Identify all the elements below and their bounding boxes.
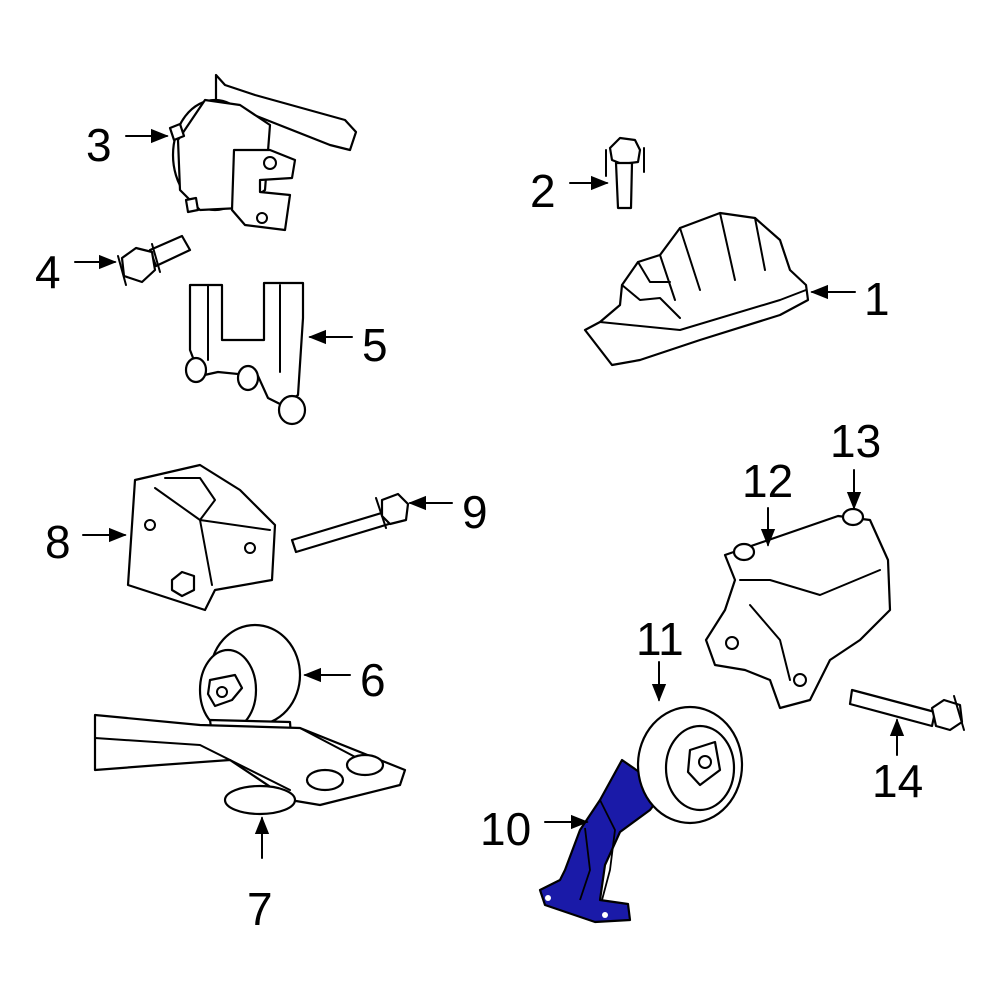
- callout-11: 11: [636, 613, 684, 665]
- part-4-bolt[interactable]: [117, 234, 192, 286]
- callout-14: 14: [872, 755, 923, 807]
- part-7-crossmember[interactable]: [93, 713, 407, 816]
- callout-13: 13: [830, 415, 881, 467]
- callout-2: 2: [530, 165, 556, 217]
- callout-6: 6: [360, 654, 386, 706]
- callout-5: 5: [362, 319, 388, 371]
- part-2-bolt[interactable]: [605, 136, 645, 210]
- callout-10: 10: [480, 803, 531, 855]
- callout-12: 12: [742, 455, 793, 507]
- part-3-mount[interactable]: [168, 73, 358, 232]
- highlighted-bracket: [538, 758, 667, 924]
- callout-7: 7: [247, 883, 273, 935]
- part-9-bolt[interactable]: [290, 492, 410, 554]
- callout-4: 4: [35, 246, 61, 298]
- callout-leaders: [74, 128, 905, 859]
- callout-labels: 1 2 3 4 5 6 7 8 9 10 11 12 13 14: [35, 119, 923, 935]
- part-14-bolt[interactable]: [848, 688, 965, 732]
- part-5-bracket[interactable]: [184, 281, 307, 426]
- callout-1: 1: [864, 273, 890, 325]
- part-11-mount[interactable]: [636, 705, 744, 825]
- callout-9: 9: [462, 486, 488, 538]
- callout-3: 3: [86, 119, 112, 171]
- callout-8: 8: [45, 516, 71, 568]
- part-12-13-bracket[interactable]: [704, 507, 892, 710]
- part-10-mount-highlighted[interactable]: [538, 758, 667, 924]
- part-8-bracket[interactable]: [126, 463, 277, 612]
- part-1-cover[interactable]: [583, 211, 810, 367]
